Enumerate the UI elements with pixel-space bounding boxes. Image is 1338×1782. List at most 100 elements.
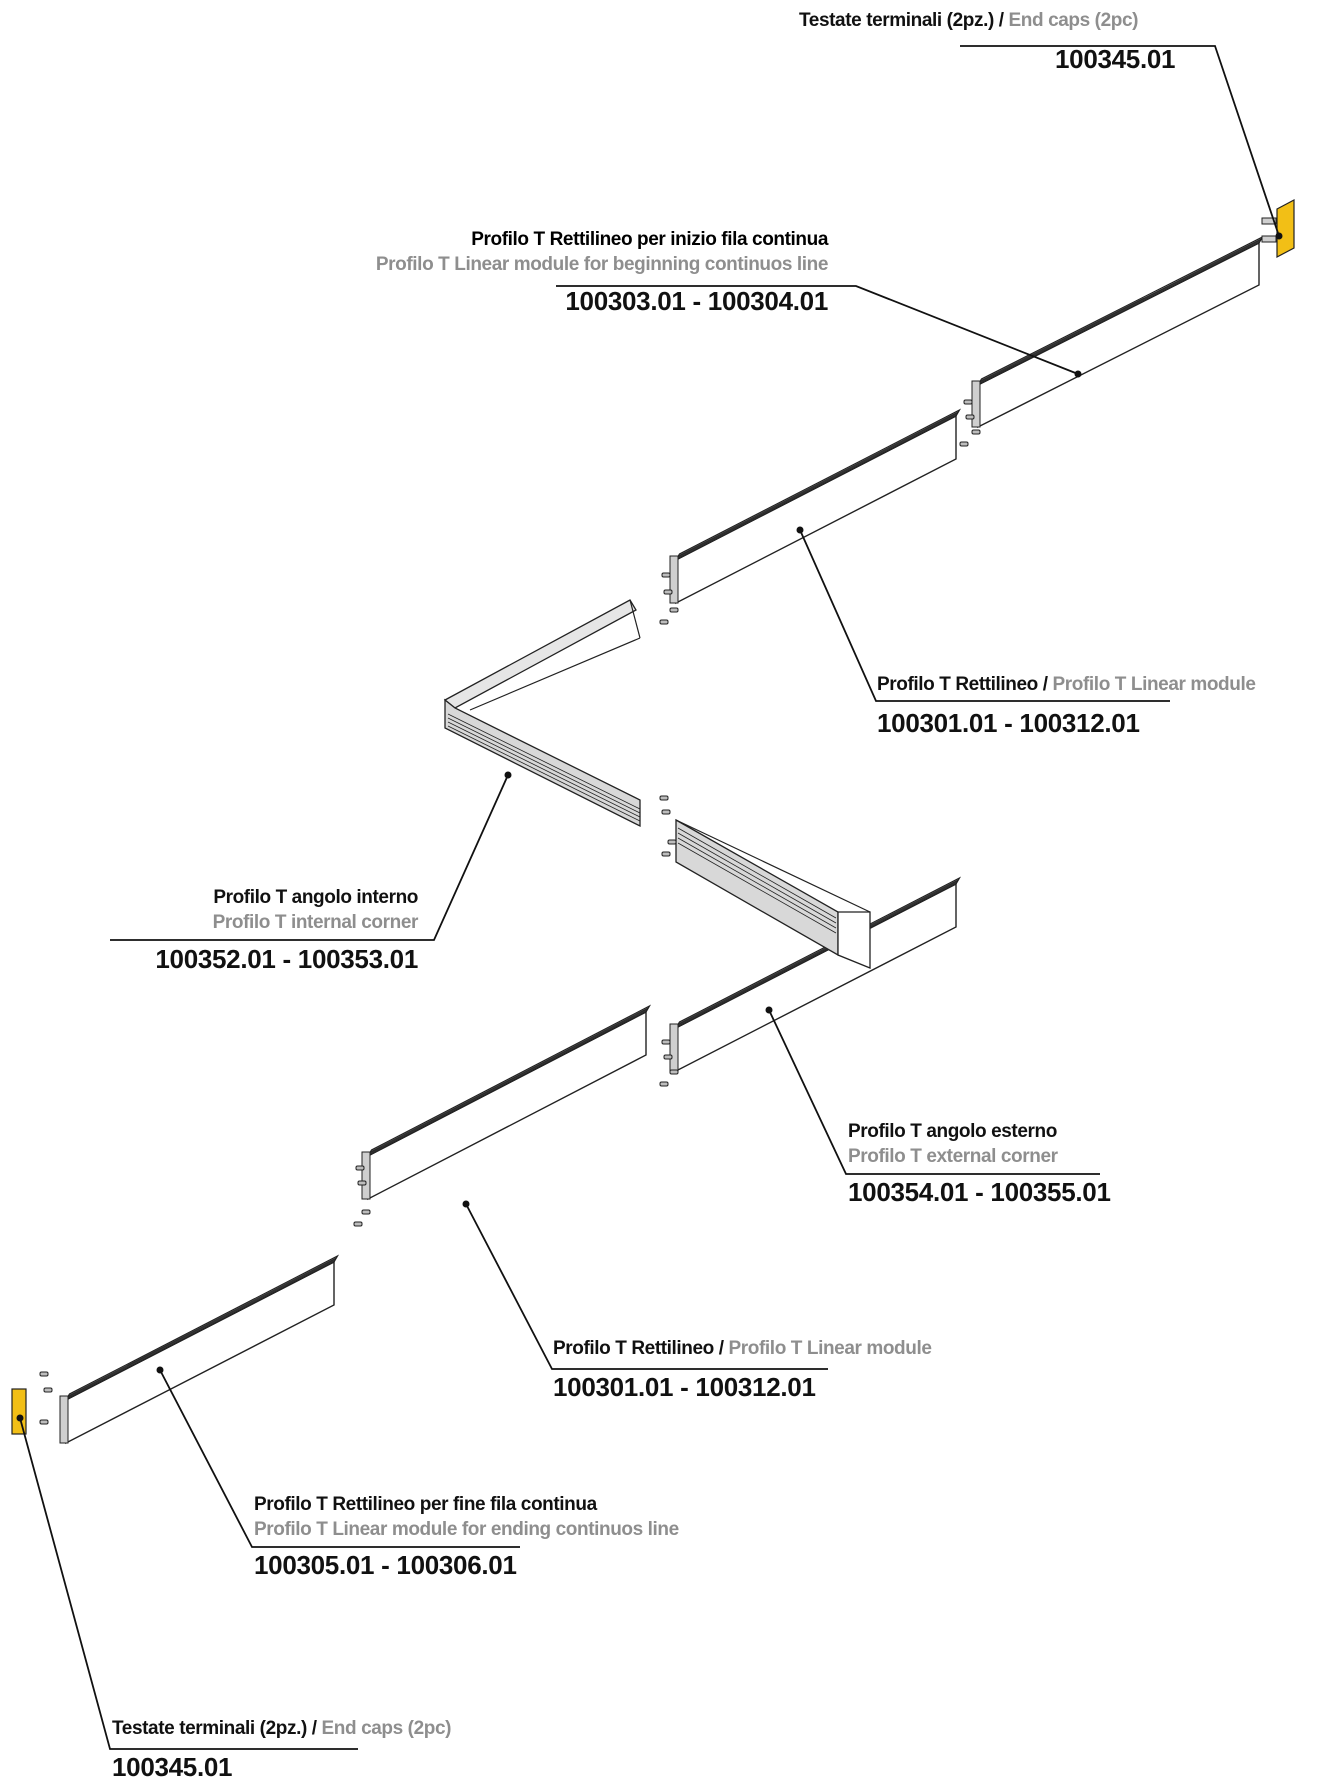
internal-corner-groove: [447, 717, 641, 814]
connector-pin: [355, 1165, 365, 1171]
profile-end-section: [669, 1023, 679, 1072]
internal-corner-side-leg: [444, 698, 641, 828]
external-corner-face: [837, 911, 871, 969]
connector-pin: [661, 1039, 671, 1045]
profile-beginning-segment: [971, 235, 1265, 429]
connector-pin: [661, 851, 671, 857]
profile-groove: [980, 238, 1262, 382]
leader-dot: [504, 771, 512, 779]
profile-groove: [678, 411, 959, 557]
connector-pin: [659, 1081, 669, 1087]
profile-face: [675, 414, 957, 605]
profile-groove: [979, 239, 1261, 383]
leader-ending: [159, 1369, 520, 1548]
connector-pin: [43, 1387, 53, 1393]
internal-corner-end: [629, 599, 641, 639]
external-corner-groove: [677, 827, 837, 919]
leader-dot: [1074, 370, 1082, 378]
connector-pin: [971, 429, 981, 435]
profile-groove: [368, 1010, 648, 1155]
linear-lower-code: 100301.01 - 100312.01: [553, 1372, 816, 1402]
connector-pin: [959, 441, 969, 447]
profile-face: [977, 241, 1260, 429]
connector-pin: [661, 809, 671, 815]
end-caps: [11, 199, 1295, 1435]
leader-dot: [462, 1200, 470, 1208]
connector-pin: [663, 1054, 673, 1060]
leader-dot: [16, 1414, 24, 1422]
internal-corner-label-it: Profilo T angolo interno: [213, 887, 418, 908]
leader-lines: [16, 45, 1283, 1750]
connector-pin: [963, 399, 973, 405]
endcap-top-label-it: Testate terminali (2pz.) /: [799, 10, 1009, 31]
beginning-code: 100303.01 - 100304.01: [565, 286, 828, 316]
endcap-top-code: 100345.01: [1055, 44, 1176, 74]
profile-external-corner-short-leg: [669, 876, 962, 1073]
connector-pin: [353, 1221, 363, 1227]
connector-pin: [357, 1180, 367, 1186]
external-corner-groove: [677, 837, 837, 929]
leader-dot: [765, 1006, 773, 1014]
external-corner-top-edge: [675, 819, 871, 913]
profile-groove: [978, 241, 1261, 385]
profile-ending-segment: [59, 1254, 340, 1445]
leader-internal-corner: [110, 774, 509, 941]
end-cap-top-pin: [1261, 217, 1277, 225]
leader-dot: [156, 1366, 164, 1374]
connector-pin: [361, 1209, 371, 1215]
leader-endcap-bottom: [19, 1417, 358, 1750]
internal-corner-groove: [447, 721, 641, 818]
internal-corner-code: 100352.01 - 100353.01: [155, 944, 418, 974]
endcap-bottom-label-en: End caps (2pc): [321, 1718, 452, 1739]
ending-label-it: Profilo T Rettilineo per fine fila conti…: [254, 1494, 597, 1515]
connector-pin: [667, 839, 677, 845]
connector-pin: [965, 414, 975, 420]
end-cap-bottom: [11, 1388, 27, 1435]
leader-external-corner: [768, 1009, 1100, 1175]
leader-linear-upper: [799, 529, 1170, 702]
profile-groove: [68, 1257, 337, 1397]
internal-corner-top-leg: [443, 599, 637, 709]
internal-corner-groove: [447, 725, 641, 822]
linear-lower-label-en: Profilo T Linear module: [728, 1338, 932, 1359]
profile-segments: [59, 235, 1265, 1445]
connector-pin: [663, 589, 673, 595]
profile-groove: [677, 880, 958, 1026]
leader-dot: [796, 526, 804, 534]
profile-groove: [676, 882, 958, 1028]
external-corner-label-it: Profilo T angolo esterno: [848, 1121, 1057, 1142]
endcap-bottom-code: 100345.01: [112, 1752, 233, 1782]
ending-code: 100305.01 - 100306.01: [254, 1550, 517, 1580]
profile-groove: [369, 1008, 648, 1154]
linear-lower-label: Profilo T Rettilineo / Profilo T Linear …: [553, 1338, 932, 1360]
profile-end-section: [59, 1395, 69, 1444]
linear-upper-label-en: Profilo T Linear module: [1052, 674, 1256, 695]
profile-face: [65, 1260, 335, 1445]
connector-pin: [661, 572, 671, 578]
profile-linear-upper-segment: [669, 408, 962, 605]
linear-upper-label: Profilo T Rettilineo / Profilo T Linear …: [877, 674, 1256, 696]
beginning-label-it: Profilo T Rettilineo per inizio fila con…: [471, 229, 828, 250]
endcap-top-label-en: End caps (2pc): [1008, 10, 1139, 31]
leader-dot: [1275, 232, 1283, 240]
profile-groove: [370, 1007, 649, 1153]
beginning-label-en: Profilo T Linear module for beginning co…: [375, 254, 828, 275]
profile-groove: [678, 879, 959, 1025]
profile-external-corner: [675, 818, 871, 969]
internal-corner-groove: [447, 713, 641, 810]
ending-label-en: Profilo T Linear module for ending conti…: [254, 1519, 679, 1540]
endcap-bottom-label-it: Testate terminali (2pz.) /: [112, 1718, 322, 1739]
profile-groove: [67, 1258, 336, 1398]
connector-pin: [669, 1069, 679, 1075]
profile-face: [367, 1010, 647, 1201]
connector-pins: [39, 399, 981, 1425]
connector-pin: [39, 1371, 49, 1377]
profile-groove: [66, 1260, 336, 1400]
leader-endcap-top: [960, 45, 1280, 237]
connector-pin: [669, 607, 679, 613]
external-corner-label-en: Profilo T external corner: [848, 1146, 1058, 1167]
end-cap-top: [1276, 199, 1295, 258]
end-cap-top-pin: [1261, 235, 1277, 243]
